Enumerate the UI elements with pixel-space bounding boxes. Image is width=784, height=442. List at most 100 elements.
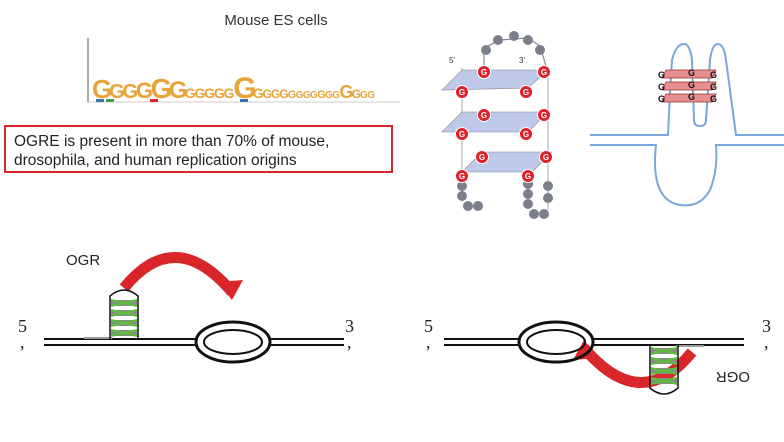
logo-letter: G [279, 87, 288, 101]
schematic-g-label: G [658, 70, 665, 80]
guanine-node [537, 108, 551, 122]
logo-letter: G [296, 90, 304, 101]
info-box-line-2: drosophila, and human replication origin… [14, 152, 297, 169]
replication-bubble-left [194, 320, 272, 364]
replication-bubble-right-inner [526, 329, 586, 355]
schematic-g-label: G [710, 94, 717, 104]
stack-link [110, 299, 138, 307]
logo-minor-mark [96, 99, 104, 102]
guanine-node [455, 169, 469, 183]
arrow-left-head [218, 280, 243, 300]
schematic-g-label: G [658, 94, 665, 104]
nucleotide-node [509, 31, 519, 41]
schematic-tetrad [661, 93, 717, 103]
guanine-node [519, 85, 533, 99]
nucleotide-node [543, 181, 553, 191]
logo-letter: G [262, 87, 271, 101]
schematic-g-label: G [688, 80, 695, 90]
guanine-label: G [459, 130, 465, 139]
guanine-node [539, 150, 553, 164]
comma-3-left: , [347, 332, 352, 352]
quadruplex-stack-right [650, 347, 678, 385]
logo-letter: G [352, 87, 361, 101]
logo-letter: G [109, 81, 125, 103]
nucleotide-node [543, 193, 553, 203]
label-3-prime: 3' [519, 56, 525, 65]
logo-letter: G [214, 85, 225, 101]
comma-3-right: , [764, 332, 769, 352]
stack-link [650, 367, 678, 375]
guanine-label: G [525, 172, 531, 181]
nucleotide-node [463, 201, 473, 211]
guanine-label: G [481, 68, 487, 77]
logo-letter: G [339, 82, 353, 102]
nucleotide-node [539, 209, 549, 219]
logo-letter: G [136, 78, 153, 103]
stack-link [110, 309, 138, 317]
logo-letter: G [204, 85, 215, 101]
guanine-label: G [459, 88, 465, 97]
replication-bubble-left-inner [203, 329, 263, 355]
schematic-g-label: G [710, 82, 717, 92]
nucleotide-node [523, 199, 533, 209]
end-5-right: 5 [424, 316, 433, 336]
end-5-left: 5 [18, 316, 27, 336]
stack-link [650, 377, 678, 385]
arrow-left [119, 252, 237, 296]
guanine-node [477, 65, 491, 79]
logo-letter: G [317, 89, 326, 101]
origin-diagram-right: OGR [444, 320, 750, 395]
quadruplex-loop-right [649, 345, 679, 395]
stack-link [110, 329, 138, 337]
label-5-prime: 5' [449, 56, 455, 65]
comma-5-right: , [426, 332, 431, 352]
guanine-node [475, 150, 489, 164]
schematic-g-label: G [688, 92, 695, 102]
nucleotide-node [529, 209, 539, 219]
nucleotide-node [457, 181, 467, 191]
guanine-label: G [481, 111, 487, 120]
guanine-label: G [543, 153, 549, 162]
nucleotide-node [523, 189, 533, 199]
schematic-g-label: G [688, 68, 695, 78]
logo-letter: G [185, 85, 196, 101]
info-box: OGRE is present in more than 70% of mous… [4, 125, 393, 173]
logo-letter: G [123, 81, 139, 103]
quadruplex-loop-left [109, 289, 139, 339]
guanine-node [521, 169, 535, 183]
motif-logo-title: Mouse ES cells [224, 12, 328, 29]
schematic-g-label: G [658, 82, 665, 92]
logo-letter: G [194, 85, 205, 101]
stack-link [650, 357, 678, 365]
schematic-bottom-strand [590, 144, 784, 207]
logo-letter: G [169, 77, 188, 104]
replication-bubble-right [517, 320, 595, 364]
quadruplex-stack-left [110, 299, 138, 337]
guanine-node [537, 65, 551, 79]
info-box-line-1: OGRE is present in more than 70% of mous… [14, 133, 330, 150]
nucleotide-node [473, 201, 483, 211]
logo-letter: G [271, 87, 280, 101]
ogr-label-left: OGR [66, 252, 100, 269]
logo-letter: G [310, 90, 318, 101]
end-3-left: 3 [345, 316, 354, 336]
schematic-g-label: G [710, 70, 717, 80]
guanine-label: G [523, 130, 529, 139]
stack-link [110, 319, 138, 327]
nucleotide-node [481, 45, 491, 55]
logo-letter: G [151, 73, 173, 104]
logo-letter: G [288, 89, 297, 101]
comma-5-left: , [20, 332, 25, 352]
arrow-right-head [573, 340, 598, 360]
nucleotide-node [535, 45, 545, 55]
logo-letter: G [367, 90, 375, 101]
end-3-right: 3 [762, 316, 771, 336]
arrow-right [579, 344, 697, 388]
